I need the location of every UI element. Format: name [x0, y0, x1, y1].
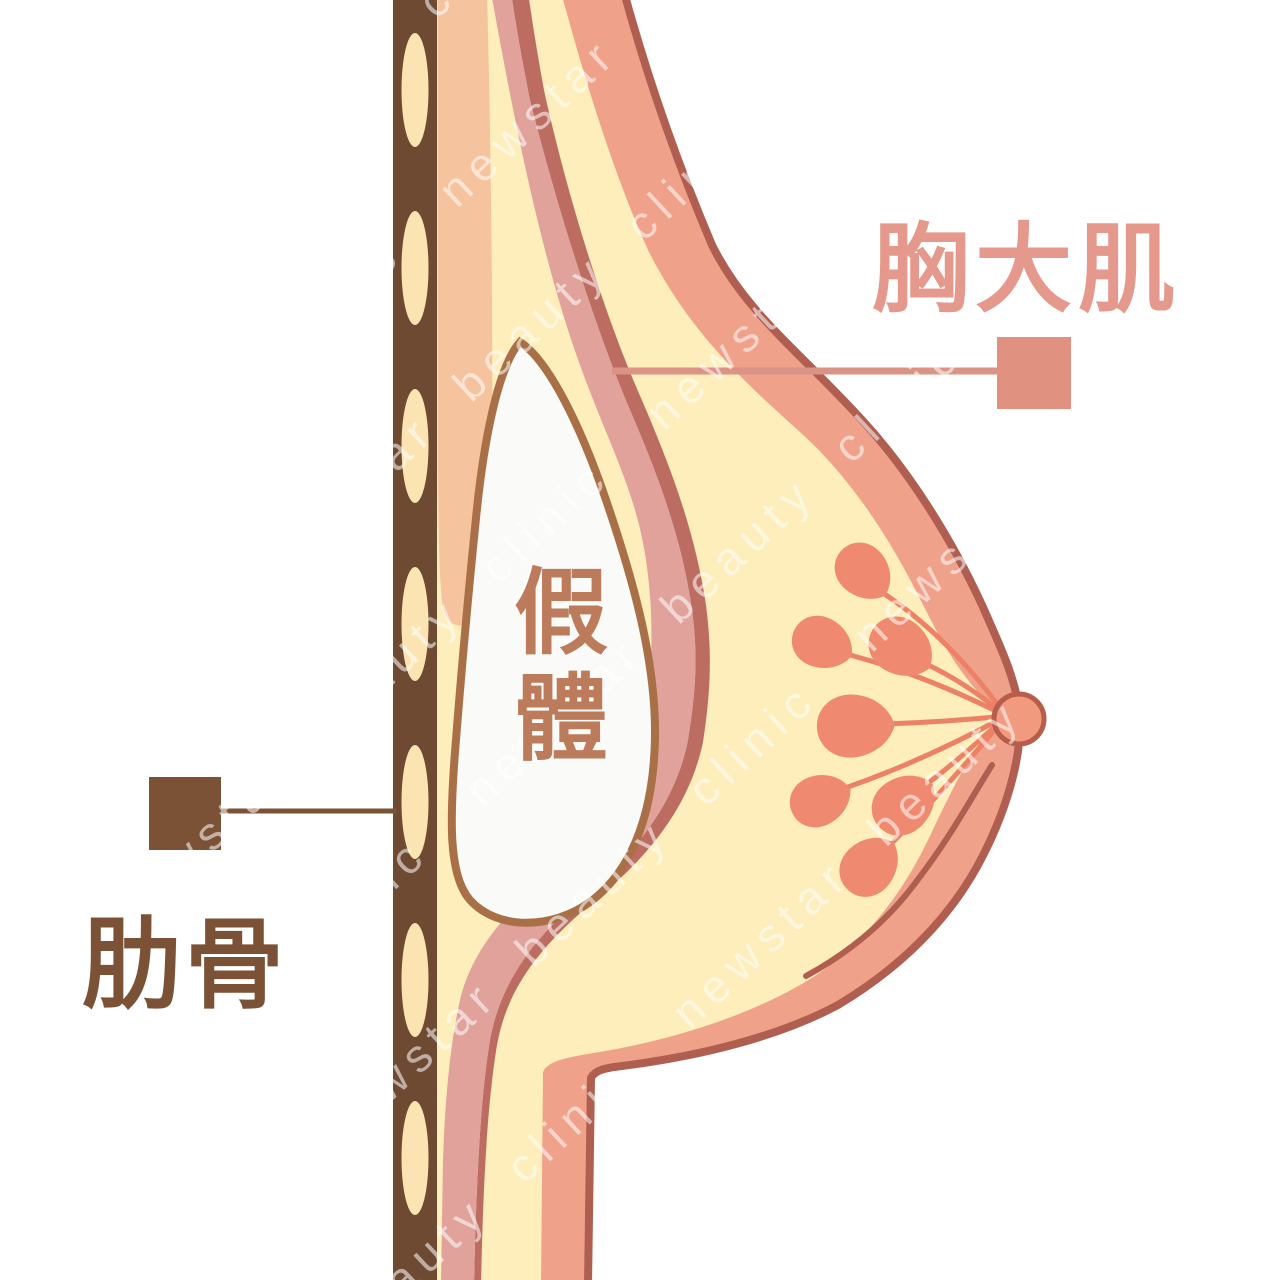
mammary-gland-lobule — [839, 837, 898, 897]
rib-cross-section — [401, 389, 429, 503]
rib-cross-section — [401, 923, 429, 1037]
milk-duct — [883, 592, 1009, 719]
rib-cross-section — [401, 745, 429, 859]
mammary-gland-lobule — [834, 542, 891, 599]
mammary-gland-lobule — [791, 615, 852, 668]
implant-label-char-1: 假 — [513, 560, 608, 665]
inframammary-fold-line — [803, 762, 995, 979]
mammary-gland-lobule — [816, 694, 895, 758]
milk-duct — [845, 713, 1009, 790]
rib-cross-section — [401, 1101, 429, 1215]
pectoral-muscle-marker — [997, 337, 1071, 409]
rib-cross-section — [401, 211, 429, 325]
pectoral-muscle-label: 胸大肌 — [872, 215, 1181, 324]
nipple — [991, 691, 1047, 747]
ribs-label: 肋骨 — [82, 909, 288, 1020]
rib-cross-section — [401, 33, 429, 147]
implant-label: 假 體 — [506, 560, 616, 772]
mammary-gland-lobule — [789, 774, 851, 828]
implant-shape — [447, 336, 660, 927]
pectoral-muscle-band — [441, 0, 696, 1280]
ribs-marker — [149, 777, 221, 850]
milk-duct — [847, 652, 1009, 719]
mammary-gland-lobule — [871, 775, 935, 836]
implant-label-char-2: 體 — [513, 666, 608, 771]
rib-cross-section — [401, 567, 429, 681]
mammary-gland-lobule — [868, 616, 932, 676]
pectoral-muscle-fascia — [474, 0, 710, 1280]
